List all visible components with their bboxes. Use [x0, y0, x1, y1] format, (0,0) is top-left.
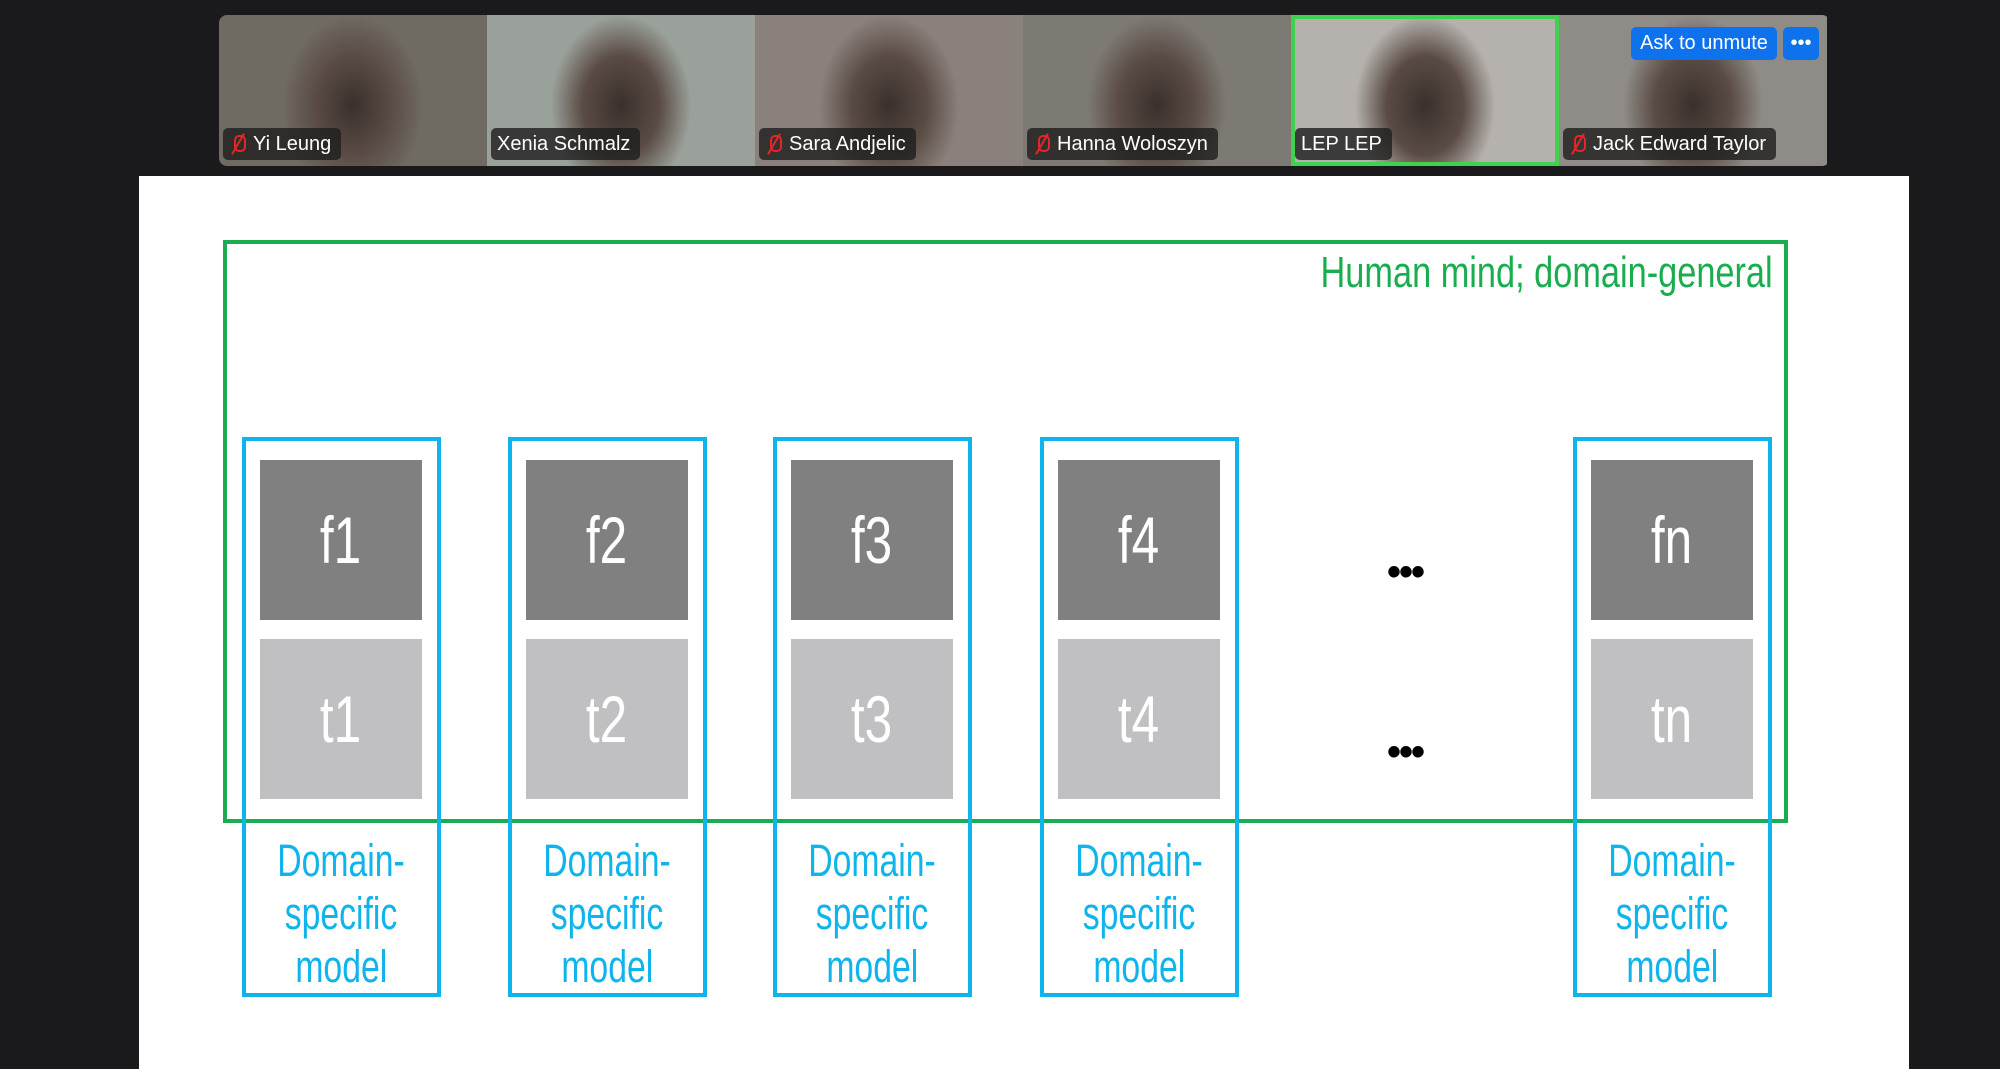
f-label: f1: [320, 503, 362, 577]
model-label-line: specific: [1083, 888, 1196, 939]
t-block: t1: [260, 639, 422, 799]
slide-title: Human mind; domain-general: [1320, 248, 1773, 297]
f-block: f1: [260, 460, 422, 620]
more-options-button[interactable]: •••: [1783, 27, 1819, 60]
t-label: t2: [586, 682, 628, 756]
f-label: fn: [1651, 503, 1693, 577]
f-block: f2: [526, 460, 688, 620]
participant-tile[interactable]: Hanna Woloszyn: [1023, 15, 1291, 166]
t-label: t1: [320, 682, 362, 756]
t-block: tn: [1591, 639, 1753, 799]
participant-name: LEP LEP: [1301, 132, 1382, 155]
model-label-line: Domain-: [1608, 835, 1737, 886]
model-label-line: specific: [1616, 888, 1729, 939]
model-label-line: Domain-: [543, 835, 672, 886]
participant-name-tag: Yi Leung: [223, 128, 342, 160]
participant-name: Sara Andjelic: [789, 132, 906, 155]
model-label-line: model: [295, 941, 388, 992]
model-label-line: Domain-: [1075, 835, 1204, 886]
participant-name: Hanna Woloszyn: [1057, 132, 1208, 155]
muted-mic-icon: [229, 133, 247, 155]
t-block: t4: [1058, 639, 1220, 799]
participant-tile[interactable]: Yi Leung: [219, 15, 487, 166]
ask-to-unmute-button[interactable]: Ask to unmute: [1631, 27, 1777, 60]
muted-mic-icon: [765, 133, 783, 155]
model-label-line: Domain-: [808, 835, 937, 886]
model-label-line: specific: [816, 888, 929, 939]
muted-mic-icon: [1569, 133, 1587, 155]
participant-name-tag: Jack Edward Taylor: [1563, 128, 1777, 160]
participant-name-tag: Xenia Schmalz: [491, 128, 641, 160]
f-block: f4: [1058, 460, 1220, 620]
muted-mic-icon: [1033, 133, 1051, 155]
ellipsis-bottom: •••: [1386, 730, 1425, 774]
model-label-line: Domain-: [277, 835, 406, 886]
participant-name-tag: LEP LEP: [1295, 128, 1392, 160]
participant-name: Yi Leung: [253, 132, 332, 155]
participant-strip: Yi Leung Xenia Schmalz Sara Andjelic Hanna …: [219, 15, 1830, 166]
model-label-line: model: [826, 941, 919, 992]
participant-name: Xenia Schmalz: [497, 132, 631, 155]
f-block: fn: [1591, 460, 1753, 620]
ellipsis-top: •••: [1386, 550, 1425, 594]
t-label: t4: [1118, 682, 1160, 756]
model-label-line: specific: [551, 888, 664, 939]
t-label: tn: [1651, 682, 1693, 756]
model-label-line: model: [1093, 941, 1186, 992]
t-block: t3: [791, 639, 953, 799]
t-label: t3: [851, 682, 893, 756]
participant-tile[interactable]: Sara Andjelic: [755, 15, 1023, 166]
participant-name-tag: Sara Andjelic: [759, 128, 916, 160]
participant-tile[interactable]: Xenia Schmalz: [487, 15, 755, 166]
model-label-line: model: [1626, 941, 1719, 992]
f-label: f2: [586, 503, 628, 577]
model-label-line: model: [561, 941, 654, 992]
shared-slide: [139, 176, 1909, 1069]
participant-name-tag: Hanna Woloszyn: [1027, 128, 1218, 160]
f-block: f3: [791, 460, 953, 620]
f-label: f3: [851, 503, 893, 577]
participant-name: Jack Edward Taylor: [1593, 132, 1767, 155]
domain-general-box: [223, 240, 1788, 823]
model-label-line: specific: [285, 888, 398, 939]
t-block: t2: [526, 639, 688, 799]
f-label: f4: [1118, 503, 1160, 577]
participant-tile[interactable]: LEP LEP: [1291, 15, 1559, 166]
